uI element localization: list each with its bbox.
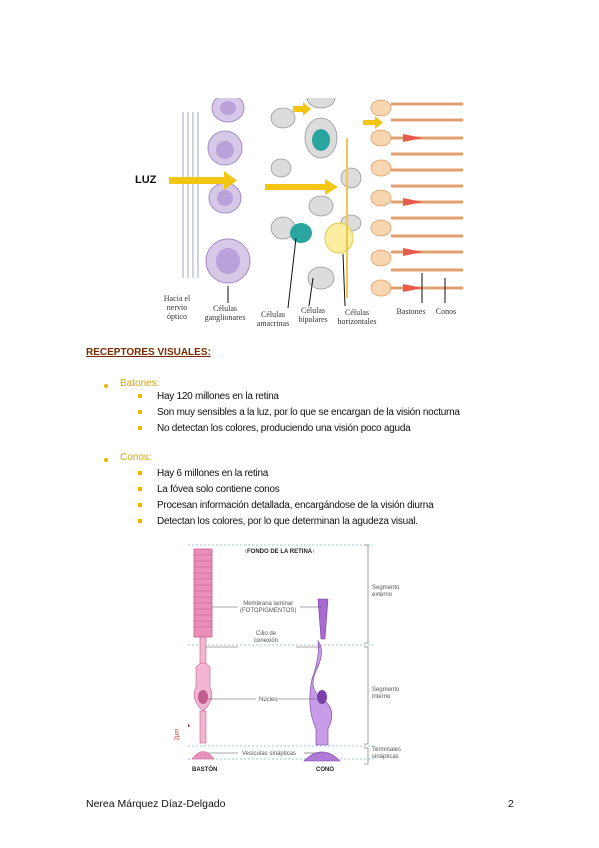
label-terminales: Terminales sinápticas [372,747,402,760]
page-number: 2 [508,798,514,810]
label-bipolares: Células bipolares [298,306,328,324]
square-bullet [138,503,142,507]
section-heading: RECEPTORES VISUALES: [86,347,211,358]
label-baston: BASTÓN [192,767,218,773]
label-horizontales: Células horizontales [337,308,377,326]
section-title-bastones: Batones: [120,378,160,389]
receptor-top-label: ↑FONDO DE LA RETINA↑ [244,549,316,555]
section-title-conos: Conos: [120,452,152,463]
label-nucleo: Núcleo [259,697,278,703]
scale-label: 2µm [174,728,181,741]
label-cilio: Cilio de conexión [254,631,279,644]
label-amacrinas: Células amacrinas [256,310,290,328]
square-bullet [138,410,142,414]
list-item: Son muy sensibles a la luz, por lo que s… [157,407,460,418]
label-conos: Conos [435,307,457,316]
label-nervio: Hacia el nervio óptico [163,294,191,321]
label-seg-externo: Segmento externo [372,585,400,598]
list-item: Hay 120 millones en la retina [157,391,279,402]
label-seg-interno: Segmento interno [372,687,400,700]
receptor-figure: ↑FONDO DE LA RETINA↑ Membrana laminar (F… [174,539,410,779]
footer-author: Nerea Márquez Díaz-Delgado [86,798,226,810]
label-vesiculas: Vesículas sinápticas [242,751,297,757]
list-item: Procesan información detallada, encargán… [157,500,434,511]
square-bullet [138,471,142,475]
retina-illustration [133,87,463,330]
list-item: No detectan los colores, produciendo una… [157,423,411,434]
label-bastones: Bastones [396,307,426,316]
list-item: La fóvea solo contiene conos [157,484,280,495]
label-membrana: Membrana laminar (FOTOPIGMENTOS) [240,601,297,614]
label-cono: CONO [316,767,334,773]
list-item: Hay 6 millones en la retina [157,468,269,479]
receptor-illustration [182,544,373,765]
label-ganglionares: Células ganglionares [204,304,246,322]
square-bullet [138,487,142,491]
square-bullet [138,426,142,430]
square-bullet [138,394,142,398]
square-bullet [138,519,142,523]
retina-figure: LUZ Hacia el nervio óptico Células gangl… [133,87,463,330]
luz-label: LUZ [135,174,157,186]
list-item: Detectan los colores, por lo que determi… [157,516,418,527]
bullet [104,458,108,462]
bullet [104,384,108,388]
